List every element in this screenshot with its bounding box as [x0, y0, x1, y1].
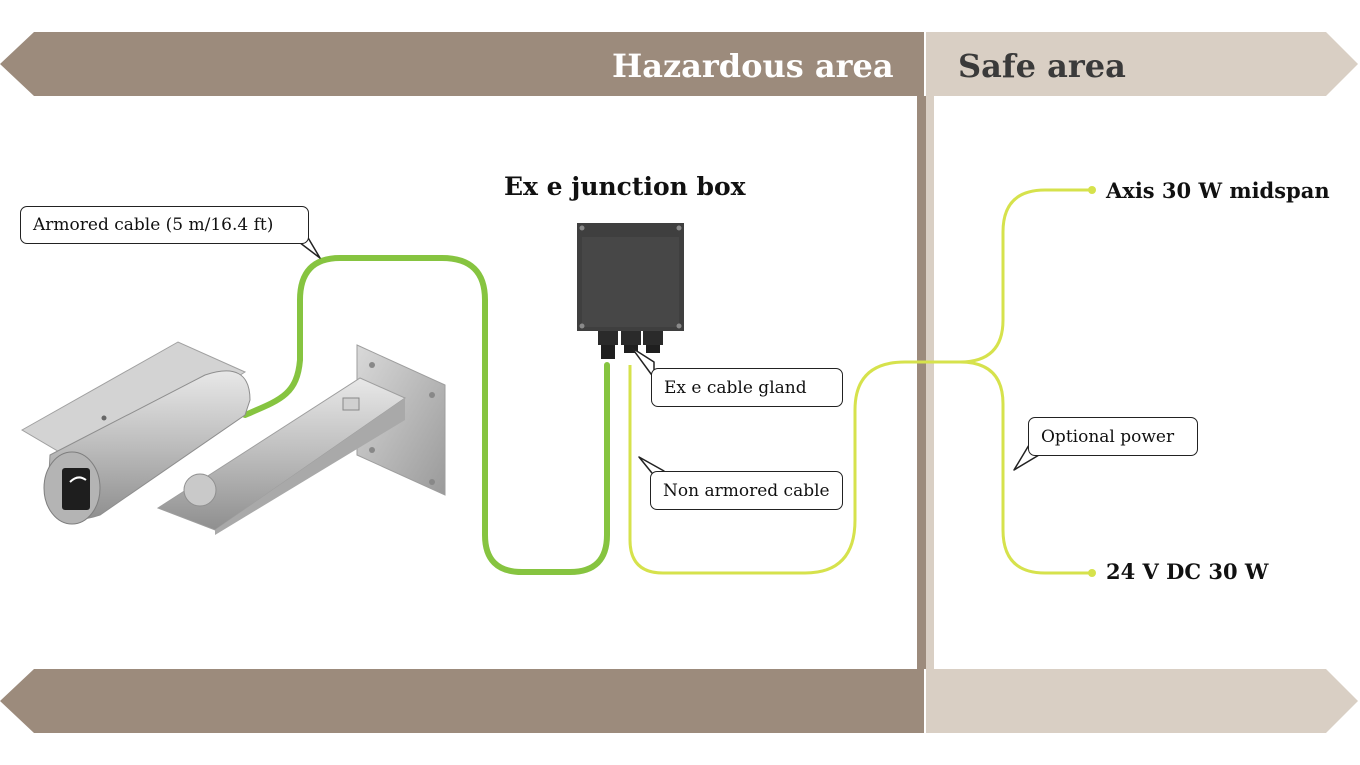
zone-divider-dark	[917, 96, 926, 669]
optional-power-callout: Optional power	[1028, 417, 1198, 456]
armored-cable-callout: Armored cable (5 m/16.4 ft)	[20, 206, 309, 244]
midspan-endpoint	[1088, 186, 1096, 194]
cable-gland-callout: Ex e cable gland	[651, 368, 843, 407]
armored-cable-line	[242, 255, 610, 575]
midspan-label: Axis 30 W midspan	[1106, 178, 1330, 203]
zone-divider-light	[926, 96, 934, 669]
safe-band-bottom	[926, 669, 1358, 733]
power-endpoint	[1088, 569, 1096, 577]
junction-box	[577, 223, 684, 359]
junction-box-label: Ex e junction box	[504, 172, 746, 201]
hazard-band-top	[0, 32, 924, 96]
non-armored-cable-callout: Non armored cable	[650, 471, 843, 510]
cable-glands	[598, 331, 663, 359]
hazardous-area-title: Hazardous area	[612, 47, 894, 85]
safe-area-title: Safe area	[958, 47, 1126, 85]
midspan-branch-line	[959, 188, 1091, 364]
hazard-band-bottom	[0, 669, 924, 733]
non-armored-cable-line	[628, 360, 960, 575]
camera-housing	[20, 341, 251, 525]
power-supply-label: 24 V DC 30 W	[1106, 559, 1269, 584]
safe-band-top	[926, 32, 1358, 96]
camera-mount	[156, 344, 446, 535]
power-branch-line	[959, 360, 1091, 575]
